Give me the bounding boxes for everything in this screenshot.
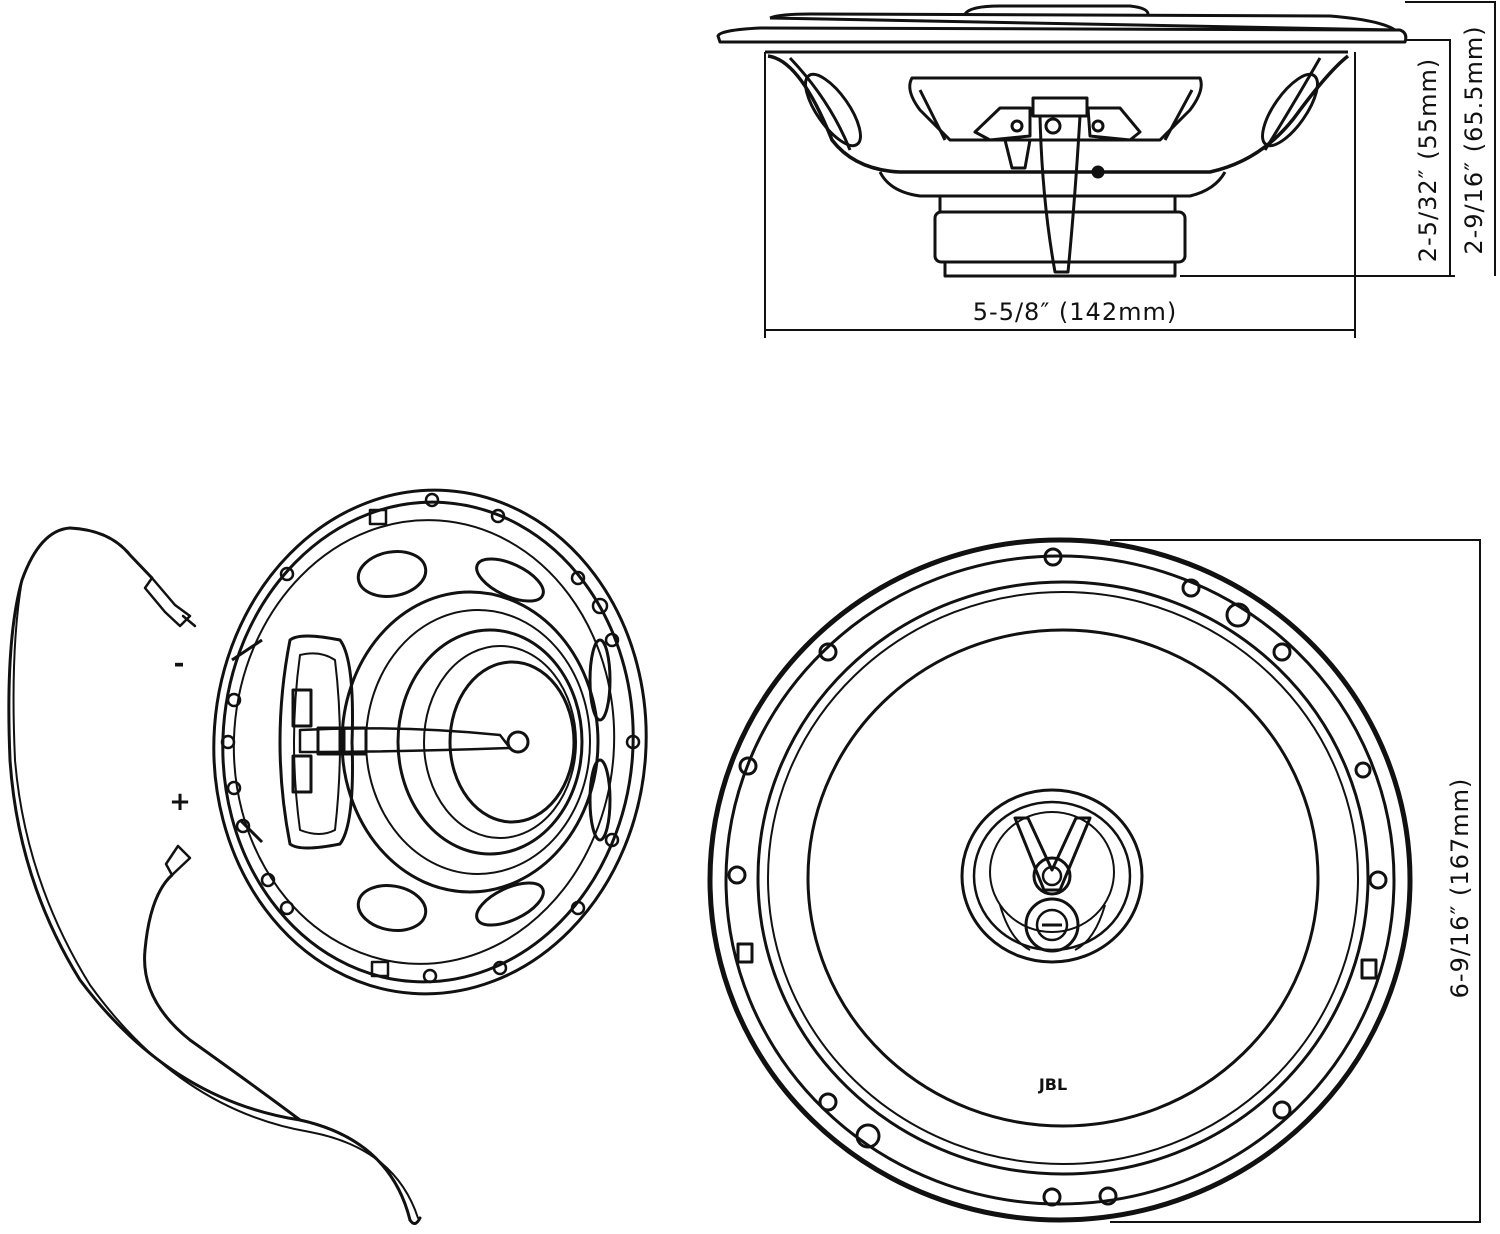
front-view — [707, 537, 1413, 1223]
rear-perspective-view — [212, 488, 648, 996]
mounting-depth-label: 2-5/32″ (55mm) — [1414, 58, 1442, 262]
wire-harness — [7, 526, 422, 1225]
side-dimension-lines — [764, 1, 1496, 338]
side-profile-view — [716, 4, 1408, 278]
brand-logo: JBL — [1038, 1075, 1067, 1094]
positive-terminal-label: + — [169, 787, 191, 817]
front-dimension-lines — [1110, 539, 1481, 1223]
diameter-dimension-label: 6-9/16″ (167mm) — [1446, 778, 1474, 999]
negative-terminal-label: - — [174, 649, 185, 679]
total-depth-label: 2-9/16″ (65.5mm) — [1460, 25, 1488, 254]
width-dimension-label: 5-5/8″ (142mm) — [973, 298, 1177, 326]
